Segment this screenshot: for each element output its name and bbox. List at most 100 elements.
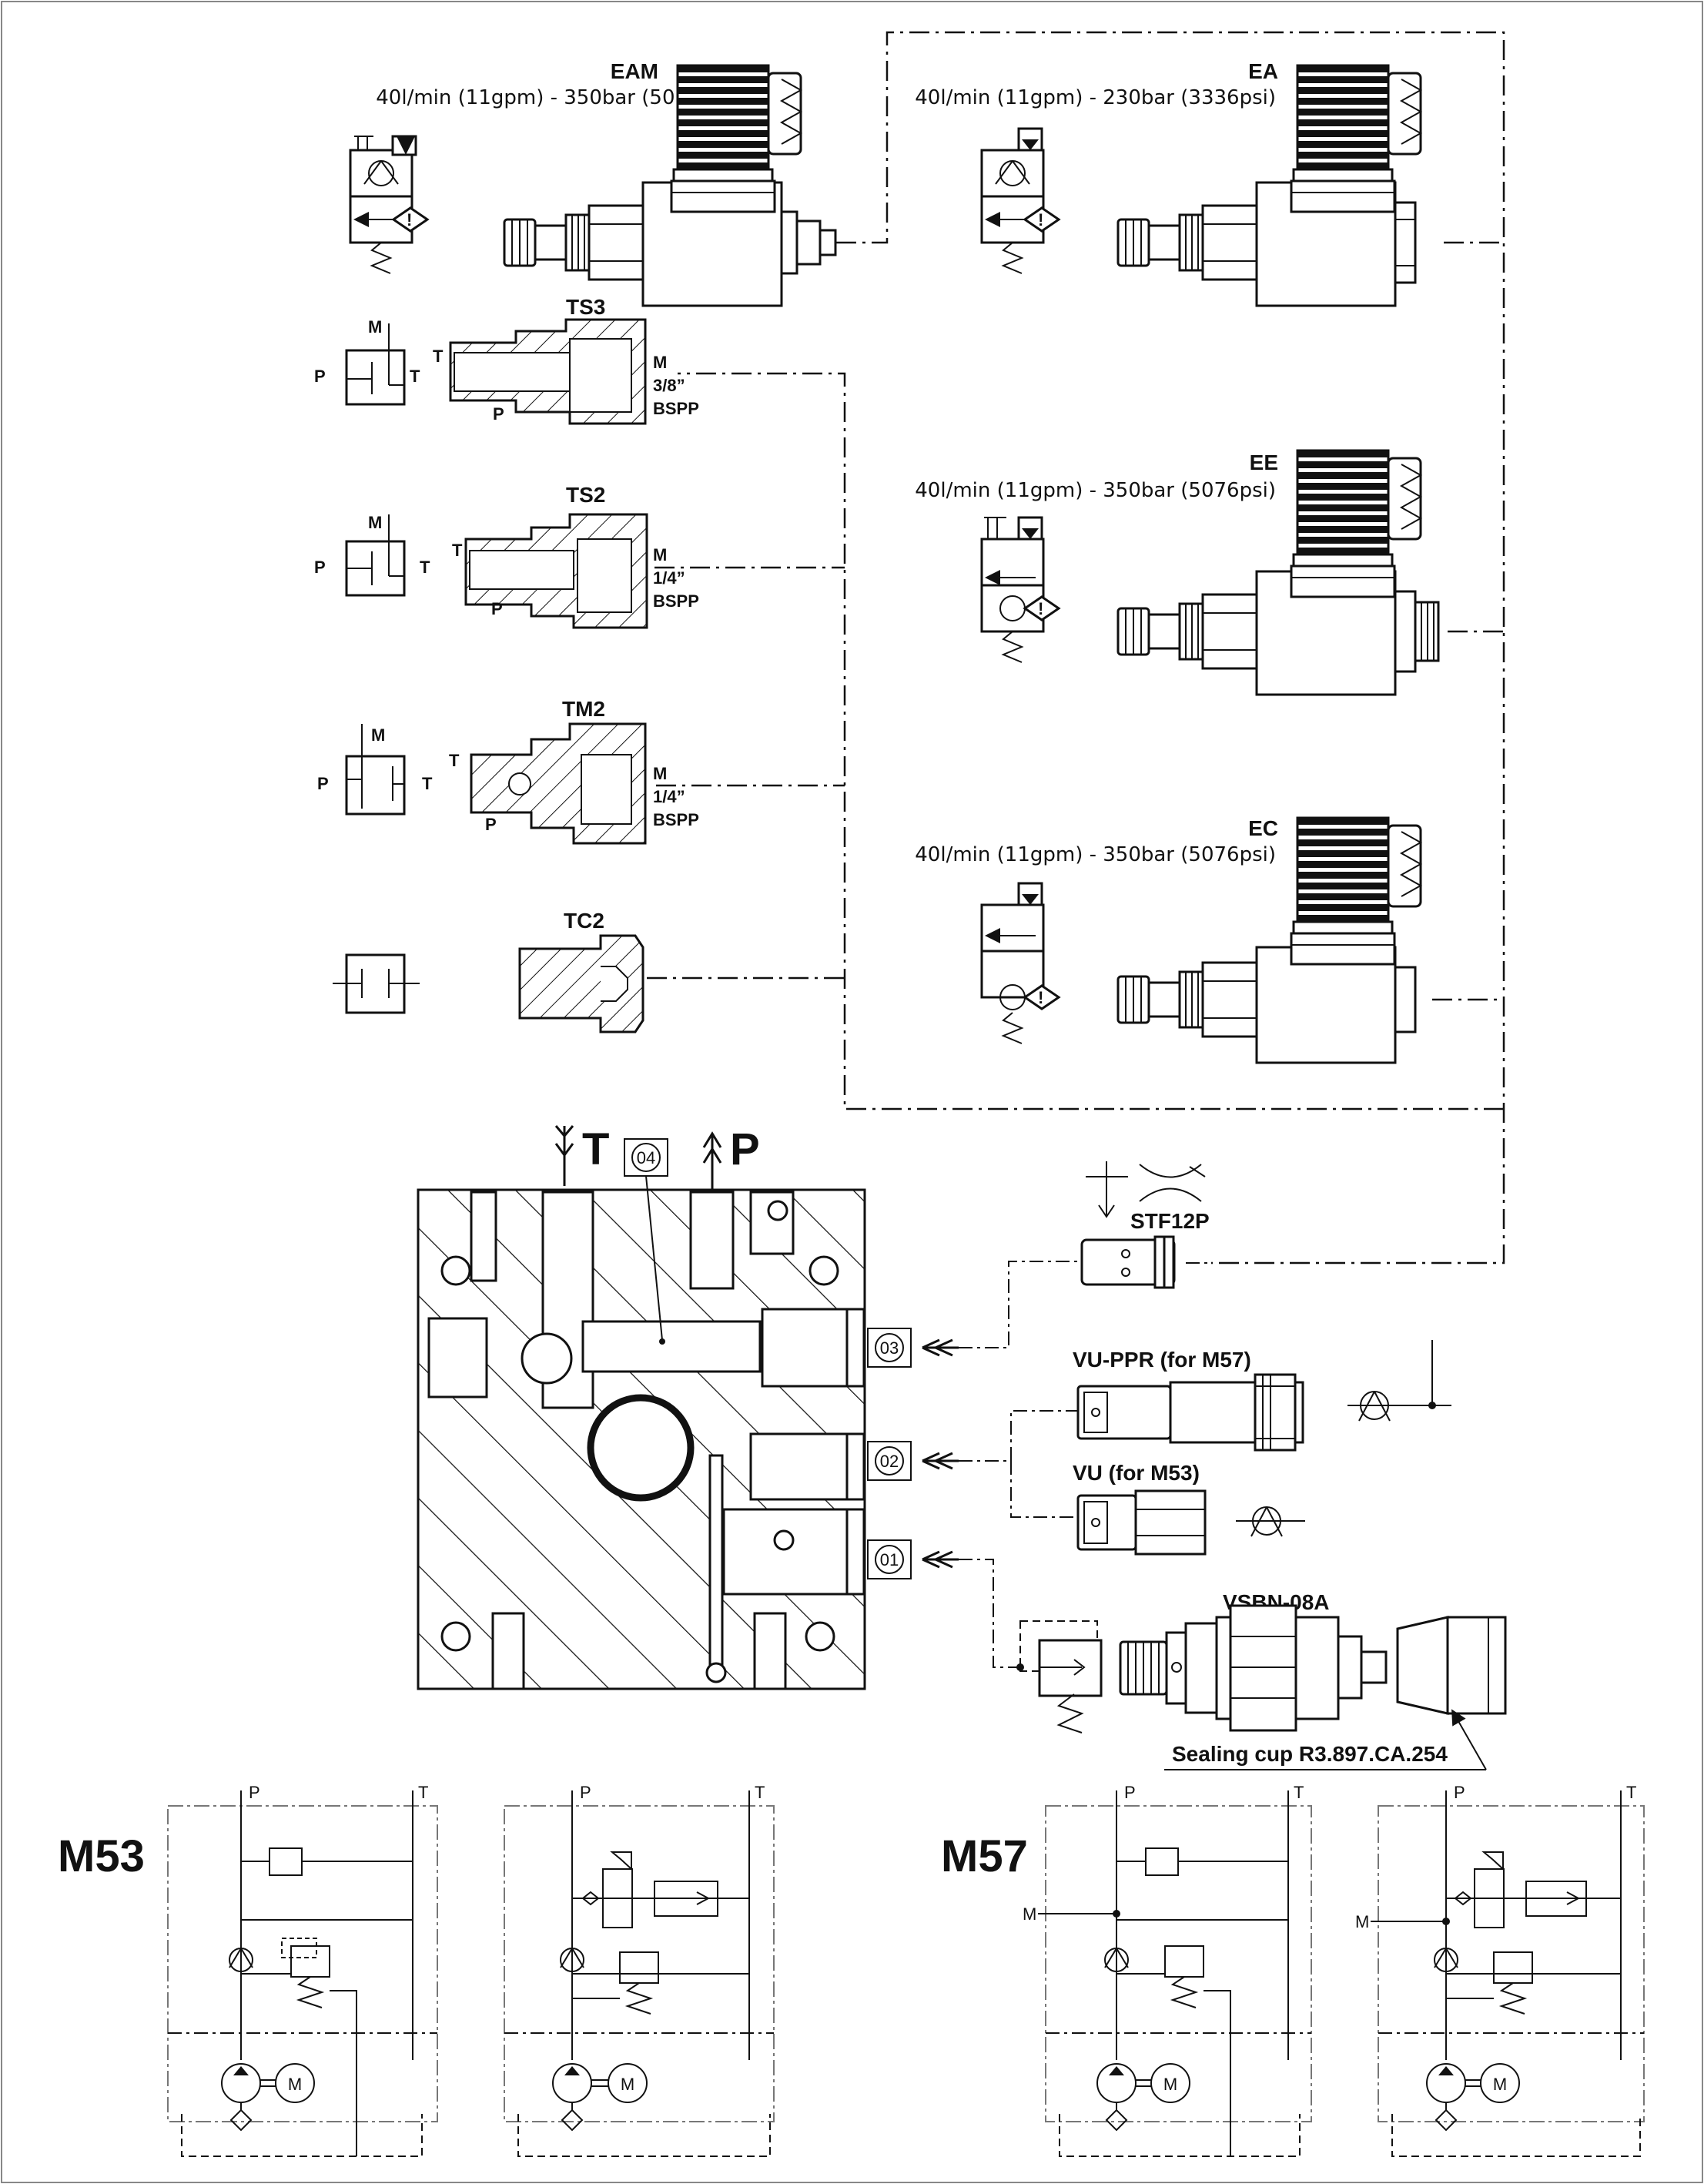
cavity-04: 04 [637,1148,655,1167]
valve-eam: EAM 40l/min (11gpm) - 350bar (5076psi) [350,59,837,307]
port_letters-t-text: T [452,541,463,560]
port_letters-m-text: M [371,725,385,745]
svg-text:!: ! [1038,599,1043,618]
circuit-m57-b: M P T M [1355,1783,1645,2157]
component-vsbn: VSBN-08A Sealing cup R3.897.CA.254 [1016,1590,1507,1770]
port_letters-p-text: P [485,815,497,834]
block-port-t: T [582,1124,609,1174]
port_letters-m-text: M [368,317,382,337]
ee-spec: 40l/min (11gpm) - 350bar (5076psi) [915,479,1276,502]
ts3-thread: BSPP [653,399,699,418]
block-cavities-1-text: 03 [880,1338,899,1358]
circuits-port_t-text: T [755,1783,765,1802]
port_letters-p-text: P [314,558,326,577]
ec-cartridge [1116,946,1417,1064]
plug-ts2: TS2 M P T T P M 1/4” BSPP [314,483,699,629]
cavity-01-callout: 01 [867,1539,959,1579]
component-vu: VU (for M53) [1073,1461,1305,1556]
ee-symbol: ! [980,516,1061,663]
ee-coil [1290,449,1422,598]
eam-symbol [350,135,427,273]
port_letters-p-text: P [493,404,504,424]
ec-code: EC [1248,816,1278,840]
circuits-port_p-text: P [1124,1783,1136,1802]
port_letters-t-text: T [420,558,430,577]
ea-symbol [982,127,1059,273]
circuits-port_m-text: M [1355,1912,1369,1931]
ea-spec: 40l/min (11gpm) - 230bar (3336psi) [915,86,1276,109]
ts3-symbol: M P T [314,317,420,406]
ts3-code: TS3 [566,295,605,319]
tm2-code: TM2 [562,697,605,721]
eam-code: EAM [611,59,658,83]
circuit-m53-a: P T M [167,1783,438,2157]
tm2-size: 1/4” [653,787,685,806]
plug-ts3: TS3 M P T T P M 3/8” BSPP [314,295,699,425]
ts3-size: 3/8” [653,376,685,395]
port_letters-t-text: T [410,367,420,386]
circuits-port_t-text: T [1294,1783,1304,1802]
block-cavities-2-text: 02 [880,1452,899,1471]
plug-tm2: TM2 M P T T P M 1/4” BSPP [317,697,699,845]
circuits-motor-text: M [1163,2075,1177,2094]
tc2-body [518,934,644,1033]
circuits-port_p-text: P [249,1783,260,1802]
ts2-m: M [653,545,667,564]
circuits-port_p-text: P [1454,1783,1465,1802]
block-port-p: P [730,1124,760,1174]
ea-code: EA [1248,59,1278,83]
plug-tc2: TC2 [333,909,644,1033]
port_letters-m-text: M [368,513,382,532]
circuits-port_t-text: T [1626,1783,1636,1802]
circuit-m53-b: P T M [504,1783,775,2157]
connection-network [647,31,1505,1265]
ee-code: EE [1250,451,1278,474]
port_letters-t-text: T [433,347,444,366]
tm2-m: M [653,764,667,783]
circuit-m57-a: M P T M [1023,1783,1312,2157]
manifold-block: T P 04 [417,1124,866,1690]
ts2-symbol: M P T [314,513,430,597]
tm2-thread: BSPP [653,810,699,829]
circuits-port_m-text: M [1023,1904,1036,1924]
stf12p-label: STF12P [1130,1209,1210,1233]
port_letters-p-text: P [317,774,329,793]
cavity-02-callout: 02 [867,1441,959,1481]
cavity-03-callout: 03 [867,1328,959,1368]
valve-ee: EE 40l/min (11gpm) - 350bar (5076psi) ! [915,449,1440,696]
ts3-m: M [653,353,667,372]
port_letters-t-text: T [449,751,460,770]
eam-cartridge [503,181,837,307]
component-vu-ppr: VU-PPR (for M57) [1073,1340,1451,1452]
circuits-motor-text: M [621,2075,634,2094]
circuits-port_p-text: P [580,1783,591,1802]
ts2-size: 1/4” [653,568,685,588]
component-stf12p: STF12P [1080,1161,1211,1289]
circuits-port_t-text: T [418,1783,428,1802]
ts2-thread: BSPP [653,591,699,611]
svg-text:!: ! [1038,988,1043,1007]
circuits-motor-text: M [1493,2075,1507,2094]
vu-label: VU (for M53) [1073,1461,1200,1485]
port_letters-p-text: P [314,367,326,386]
tc2-code: TC2 [564,909,604,933]
ea-coil [1290,64,1422,213]
valve-ea: EA 40l/min (11gpm) - 230bar (3336psi) [915,59,1422,307]
valve-ec: EC 40l/min (11gpm) - 350bar (5076psi) ! [915,816,1422,1064]
tm2-symbol: M P T [317,724,433,816]
circuits-motor-text: M [288,2075,302,2094]
ec-spec: 40l/min (11gpm) - 350bar (5076psi) [915,843,1276,866]
port_letters-t-text: T [422,774,433,793]
ts2-code: TS2 [566,483,605,507]
port_letters-p-text: P [491,599,503,618]
vuppr-label: VU-PPR (for M57) [1073,1348,1251,1372]
circuit-m53-label: M53 [58,1831,145,1881]
sealing-cup-label: Sealing cup R3.897.CA.254 [1172,1742,1448,1766]
circuit-m57-label: M57 [941,1831,1028,1881]
ec-symbol: ! [980,882,1061,1044]
ec-coil [1290,816,1422,966]
block-cavities-3-text: 01 [880,1550,899,1569]
tc2-symbol [333,953,420,1014]
